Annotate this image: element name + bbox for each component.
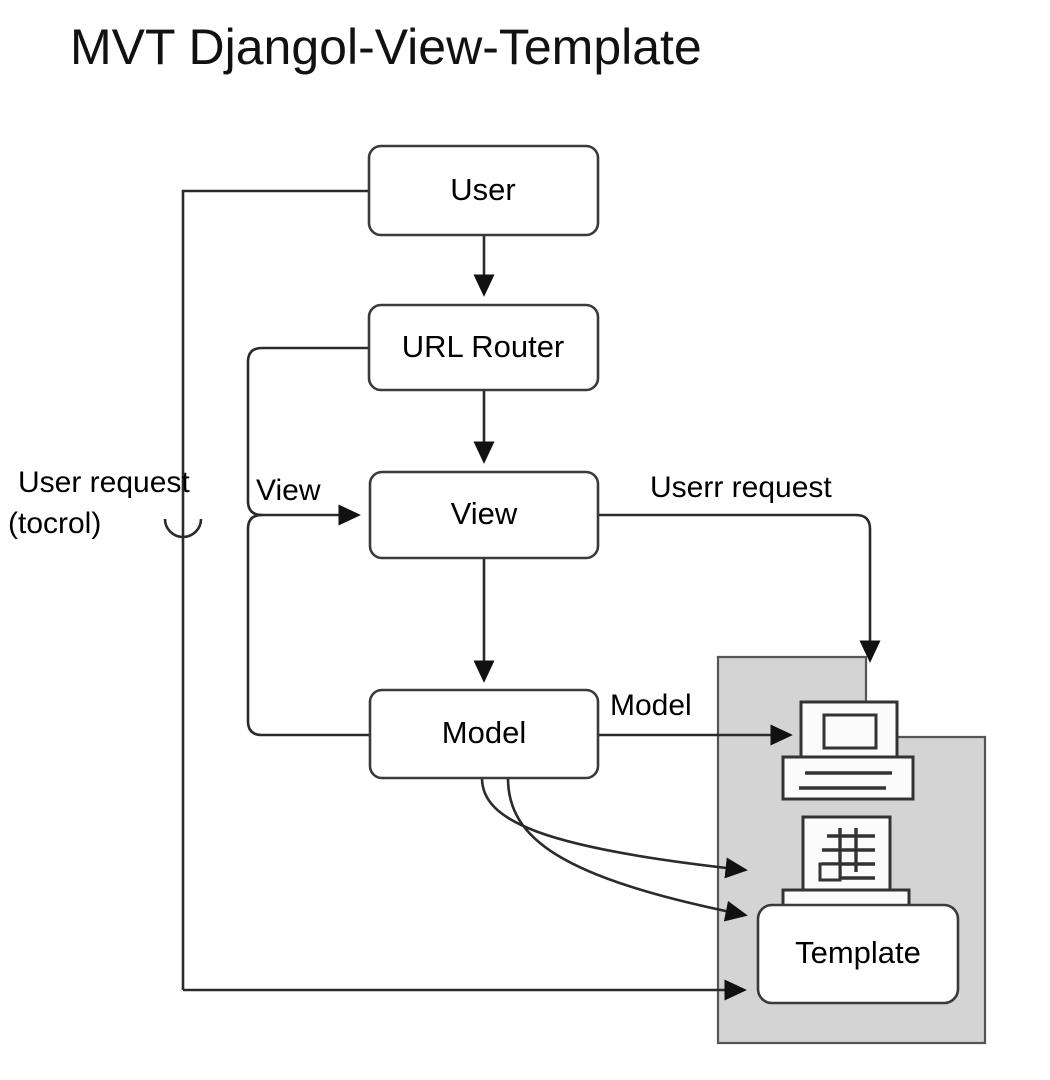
edge-label-user-request-line1: User request — [18, 466, 190, 499]
node-user[interactable]: User — [367, 144, 600, 237]
computer-monitor-icon — [781, 700, 915, 801]
edge-model-to-template-curve — [506, 777, 748, 922]
edge-url-router-to-view — [246, 346, 369, 526]
node-template-label: Template — [795, 935, 921, 970]
node-model-label: Model — [442, 715, 526, 750]
edge-model-to-database-curve — [480, 777, 748, 879]
edge-label-user-request-line2: (tocrol) — [8, 507, 101, 540]
node-user-label: User — [450, 172, 515, 207]
node-view-label: View — [451, 496, 518, 531]
node-view[interactable]: View — [368, 470, 600, 560]
database-table-icon — [781, 815, 911, 913]
node-template[interactable]: Template — [756, 903, 960, 1005]
edge-label-userr-request: Userr request — [650, 471, 832, 504]
node-model[interactable]: Model — [368, 688, 600, 780]
edge-model-to-view — [163, 513, 370, 737]
node-url-router[interactable]: URL Router — [367, 303, 600, 392]
edge-user-to-template-return — [181, 189, 747, 1001]
diagram-title: MVT Djangol-View-Template — [70, 19, 702, 75]
edge-view-to-presentation — [598, 513, 881, 663]
edge-label-model: Model — [610, 689, 692, 722]
node-url-router-label: URL Router — [402, 329, 565, 364]
edge-label-view: View — [256, 474, 321, 507]
